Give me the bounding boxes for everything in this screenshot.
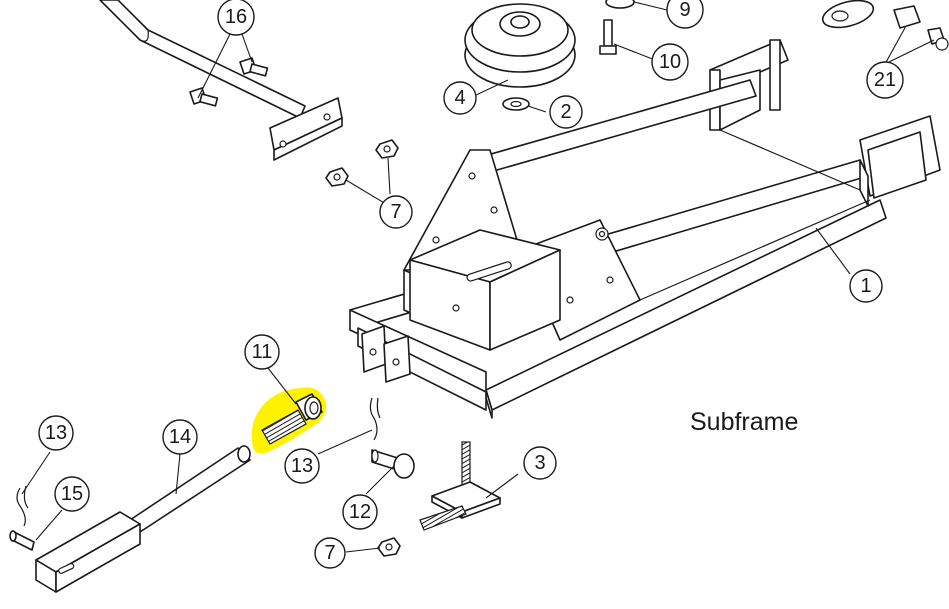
- washer: [502, 97, 530, 111]
- nut-7a: [375, 139, 399, 159]
- callout-21-label: 21: [874, 69, 896, 91]
- callout-15-label: 15: [61, 483, 83, 505]
- callout-11: 11: [244, 334, 280, 370]
- callout-2: 2: [549, 95, 583, 129]
- callout-13-left: 13: [38, 415, 74, 451]
- callout-16: 16: [217, 0, 255, 36]
- cotter-pin-13b: [369, 397, 381, 441]
- arm-14: [35, 445, 251, 593]
- callout-12: 12: [342, 494, 378, 530]
- diagram-title: Subframe: [690, 408, 798, 436]
- callout-14: 14: [162, 419, 198, 455]
- callout-9-label: 9: [679, 0, 690, 21]
- nut-7c: [377, 537, 401, 557]
- callout-10-label: 10: [659, 51, 681, 73]
- nut-7b: [325, 167, 349, 187]
- bolt-16b: [189, 87, 219, 107]
- stud-plate-3: [419, 441, 501, 531]
- callout-10: 10: [651, 43, 689, 81]
- highlighted-bolt-11: [251, 387, 326, 454]
- bolt-10: [599, 19, 617, 55]
- pin-12: [371, 449, 415, 479]
- handle-bar: [99, 0, 343, 161]
- callout-2-label: 2: [560, 101, 571, 123]
- link-part: [821, 0, 949, 51]
- callout-16-label: 16: [225, 6, 247, 28]
- callout-9: 9: [666, 0, 704, 29]
- callout-14-label: 14: [169, 426, 191, 448]
- callout-13-mid-label: 13: [291, 455, 313, 477]
- callout-4-label: 4: [454, 87, 465, 109]
- callout-3: 3: [523, 446, 557, 480]
- callout-12-label: 12: [349, 501, 371, 523]
- hardware-9: [605, 0, 635, 9]
- callout-21: 21: [866, 61, 904, 99]
- callout-7-upper: 7: [379, 195, 413, 229]
- callout-1: 1: [849, 269, 883, 303]
- callout-7-lower: 7: [314, 537, 346, 569]
- callout-13-left-label: 13: [45, 422, 67, 444]
- callout-11-label: 11: [252, 341, 273, 363]
- callout-7-upper-label: 7: [390, 201, 401, 223]
- callout-4: 4: [443, 81, 477, 115]
- cotter-pin-13a: [16, 485, 29, 527]
- subframe-body: [349, 39, 941, 419]
- callout-1-label: 1: [860, 275, 871, 297]
- callout-13-mid: 13: [284, 448, 320, 484]
- callout-3-label: 3: [534, 452, 545, 474]
- bolt-16a: [239, 57, 269, 77]
- callout-7-lower-label: 7: [324, 542, 335, 564]
- pin-15: [9, 530, 35, 551]
- pulley: [464, 3, 576, 88]
- callout-15: 15: [54, 476, 90, 512]
